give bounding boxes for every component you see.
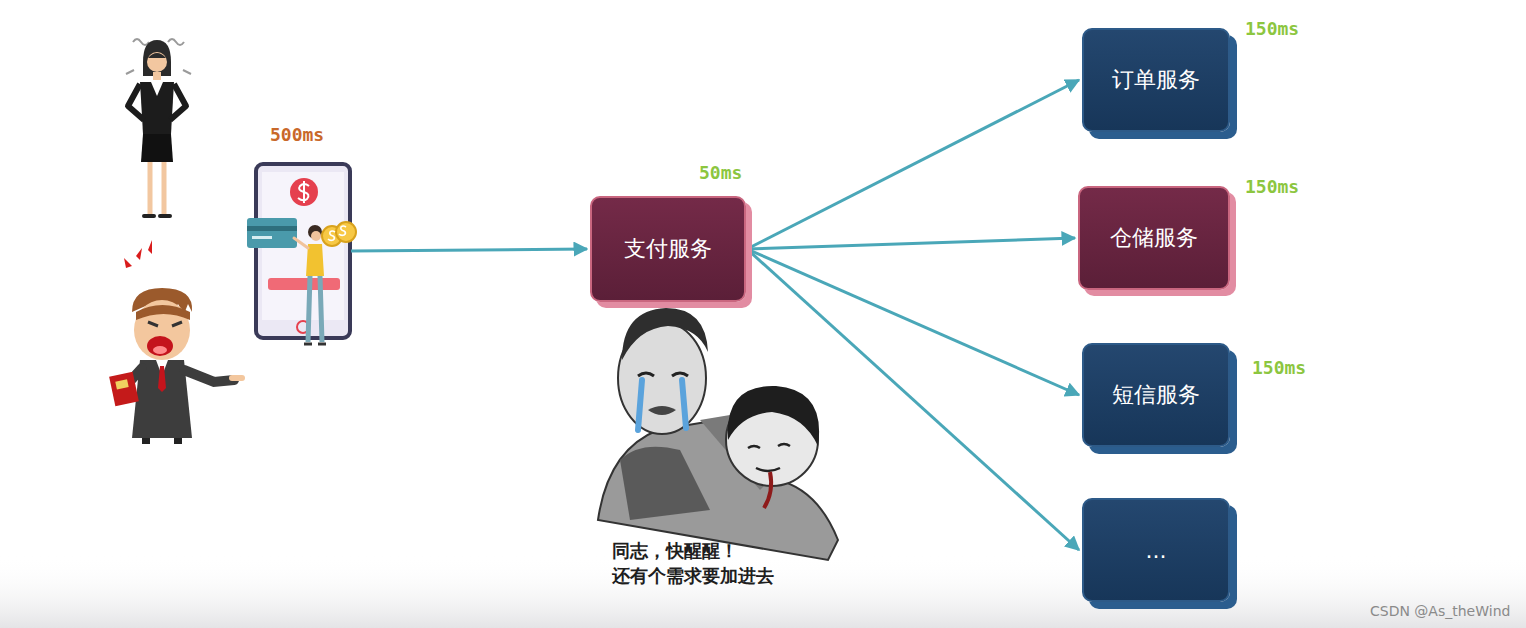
service-name-text: ... xyxy=(1146,538,1167,563)
service-name-text: 仓储服务 xyxy=(1110,223,1198,253)
angry-man-figure-part xyxy=(124,240,152,268)
angry-man-figure-part xyxy=(109,372,139,406)
phone-illustration xyxy=(247,164,356,344)
meme-illustration-part xyxy=(638,373,688,376)
angry-man-figure-part xyxy=(158,366,166,392)
woman-figure-part xyxy=(168,39,184,45)
service-name: 仓储服务 xyxy=(1080,188,1228,288)
flow-arrow xyxy=(351,249,587,251)
watermark: CSDN @As_theWind xyxy=(1370,603,1510,619)
latency-label: 150ms xyxy=(1245,18,1299,39)
meme-illustration xyxy=(598,308,838,560)
flow-arrow xyxy=(747,249,1079,395)
woman-figure-part xyxy=(147,52,167,72)
service-name-text: 订单服务 xyxy=(1112,65,1200,95)
angry-man-figure-part xyxy=(232,375,242,381)
woman-figure-part xyxy=(151,82,163,96)
phone-illustration-part xyxy=(294,238,308,248)
service-box: 仓储服务150ms xyxy=(1078,186,1230,290)
phone-illustration-part xyxy=(256,164,350,338)
phone-illustration-part xyxy=(328,226,346,240)
woman-figure-part xyxy=(170,84,186,120)
phone-box: 500ms xyxy=(256,164,350,338)
latency-label: 500ms xyxy=(270,124,324,145)
woman-figure-part xyxy=(148,53,166,58)
meme-illustration-part xyxy=(764,472,771,508)
angry-man-figure-part xyxy=(146,438,178,444)
phone-illustration-part xyxy=(247,218,297,248)
service-name: 短信服务 xyxy=(1084,345,1228,445)
angry-man-figure-part xyxy=(148,322,182,326)
woman-figure-part xyxy=(140,82,174,134)
meme-illustration-part xyxy=(748,444,790,448)
service-name-text: 短信服务 xyxy=(1112,380,1200,410)
flow-arrow xyxy=(747,80,1079,249)
woman-figure-part xyxy=(143,40,171,76)
service-name: ... xyxy=(1084,500,1228,600)
angry-man-figure-part xyxy=(153,346,167,354)
angry-man-figure-part xyxy=(115,379,128,389)
meme-illustration-part xyxy=(622,308,708,360)
angry-man-figure-part xyxy=(134,300,190,360)
service-box: 订单服务150ms xyxy=(1082,28,1230,132)
flow-arrow xyxy=(747,238,1075,249)
meme-illustration-part xyxy=(638,380,686,430)
latency-label: 150ms xyxy=(1252,357,1306,378)
service-name: 支付服务 xyxy=(592,198,744,300)
meme-caption: 同志，快醒醒！ 还有个需求要加进去 xyxy=(612,538,812,588)
service-name-text: 支付服务 xyxy=(624,234,712,264)
woman-figure xyxy=(126,39,191,216)
service-box: 短信服务150ms xyxy=(1082,343,1230,447)
phone-illustration-part xyxy=(252,236,272,239)
phone-illustration-part xyxy=(308,276,322,342)
service-name: 订单服务 xyxy=(1084,30,1228,130)
service-box: ... xyxy=(1082,498,1230,602)
meme-illustration-part xyxy=(620,447,710,520)
angry-man-figure-part xyxy=(184,370,234,382)
phone-illustration-part xyxy=(311,231,321,241)
phone-illustration-part xyxy=(304,343,326,346)
phone-illustration-part xyxy=(268,278,340,290)
angry-man-figure xyxy=(109,240,242,444)
woman-figure-part xyxy=(133,39,149,45)
latency-label: 50ms xyxy=(699,162,742,183)
meme-illustration-part xyxy=(648,406,676,415)
meme-illustration-part xyxy=(756,468,780,471)
phone-illustration-part xyxy=(247,226,297,231)
phone-illustration-part xyxy=(298,181,309,203)
woman-figure-part xyxy=(153,72,161,80)
bottom-band xyxy=(0,555,1526,628)
angry-man-figure-part xyxy=(136,305,190,320)
phone-illustration-part xyxy=(290,178,318,206)
woman-figure-part xyxy=(141,134,173,162)
flow-arrow xyxy=(747,249,1079,550)
service-box: 支付服务50ms xyxy=(590,196,746,302)
angry-man-figure-part xyxy=(147,336,173,356)
meme-illustration-part xyxy=(728,386,819,446)
woman-figure-part xyxy=(128,84,144,120)
woman-figure-part xyxy=(150,162,164,214)
woman-figure-part xyxy=(144,214,170,218)
latency-label: 150ms xyxy=(1245,176,1299,197)
